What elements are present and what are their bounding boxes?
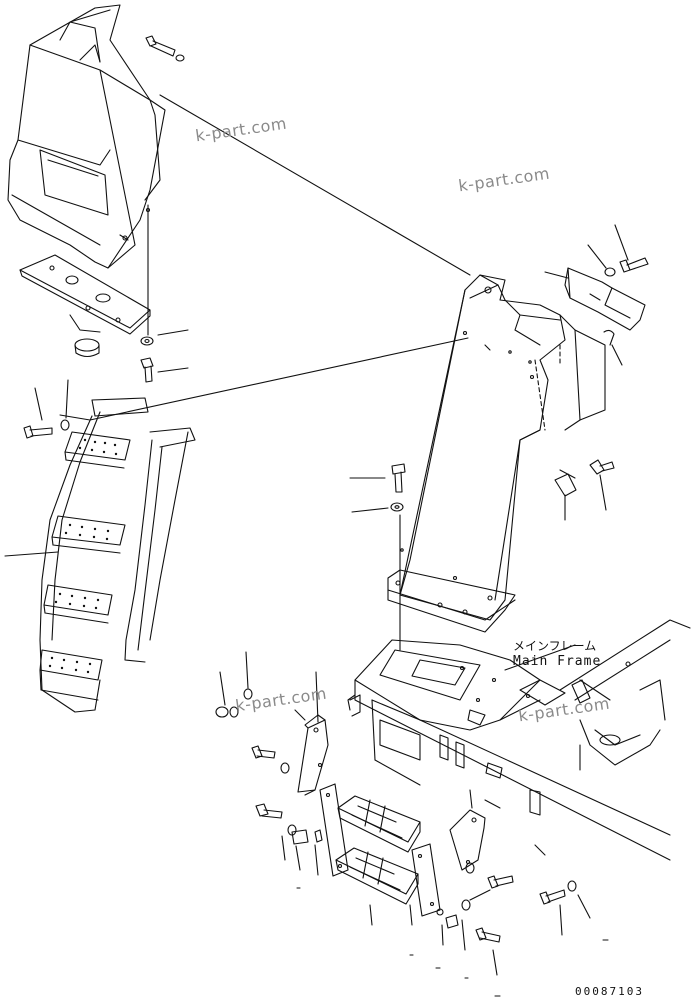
spacer bbox=[292, 830, 322, 844]
mounting-plate bbox=[20, 255, 150, 334]
nut-washer-top bbox=[216, 689, 252, 717]
drawing-code: 00087103 bbox=[575, 985, 644, 998]
washer-mid bbox=[391, 503, 403, 511]
bracket-top-right bbox=[565, 268, 645, 330]
bolt-lower-b bbox=[256, 804, 296, 835]
clip bbox=[604, 330, 614, 345]
step-plate-upper bbox=[338, 796, 420, 852]
clamp bbox=[555, 470, 576, 496]
bracket-lower-right bbox=[450, 810, 485, 870]
ladder-washer bbox=[61, 420, 69, 430]
ladder-bolt bbox=[24, 426, 52, 438]
plate-right bbox=[412, 844, 440, 916]
cover-housing bbox=[8, 5, 165, 268]
bolt-lower-a bbox=[252, 746, 289, 773]
main-frame bbox=[348, 640, 670, 860]
bolt-top bbox=[146, 36, 184, 61]
bolt-top-right bbox=[605, 258, 648, 276]
bolt-small bbox=[141, 358, 153, 382]
washers-right bbox=[437, 863, 474, 928]
pillar-stand bbox=[388, 275, 605, 632]
bolt-pillar bbox=[590, 460, 614, 474]
ladder bbox=[40, 398, 195, 712]
bolt-right-a bbox=[488, 876, 513, 888]
bolt-right-b bbox=[476, 928, 500, 942]
main-frame-label-en: Main Frame bbox=[513, 654, 602, 669]
bolt-mid bbox=[392, 464, 405, 492]
washer-small bbox=[141, 337, 153, 345]
step-plate-lower bbox=[336, 848, 418, 904]
main-frame-label-jp: メインフレーム bbox=[513, 639, 597, 653]
grommet bbox=[75, 339, 99, 357]
bolt-right-c bbox=[540, 881, 576, 904]
main-frame-right bbox=[520, 620, 690, 770]
bracket-lower-left bbox=[298, 715, 328, 795]
plate-vertical bbox=[320, 784, 348, 876]
